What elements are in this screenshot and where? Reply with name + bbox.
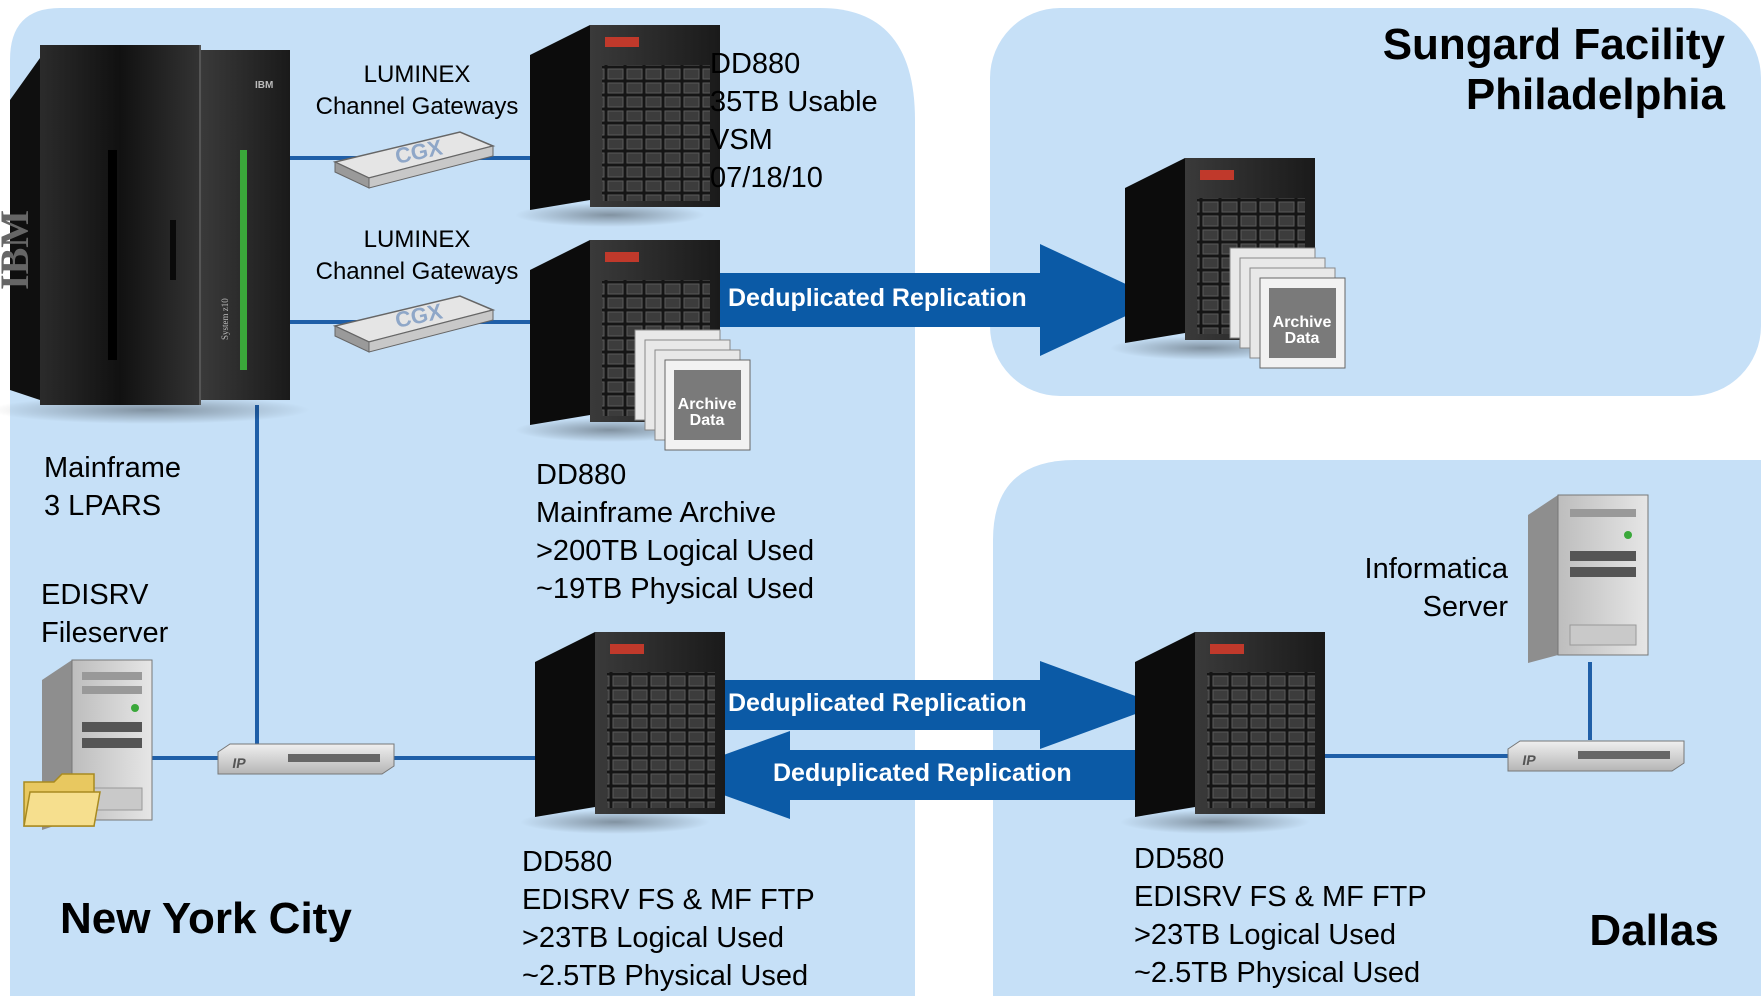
region-title-new-york: New York City (60, 894, 352, 943)
label-mainframe-line1: Mainframe (44, 452, 181, 484)
arrow-to-philadelphia-label: Deduplicated Replication (728, 284, 1027, 312)
ip-switch-nyc-icon: IP (217, 743, 395, 775)
label-mainframe-line2: 3 LPARS (44, 490, 162, 522)
label-gateway-top-line2: Channel Gateways (315, 93, 519, 120)
arrow-dallas-to-nyc (668, 731, 1136, 819)
ip-switch-dallas-label: IP (1521, 752, 1537, 768)
mainframe-model-mark: System z10 (220, 298, 230, 340)
label-edisrv: EDISRV Fileserver (41, 576, 168, 652)
label-dd880-archive: DD880 Mainframe Archive >200TB Logical U… (536, 456, 814, 608)
label-mainframe: Mainframe 3 LPARS (44, 449, 181, 525)
label-gateway-mid-line1: LUMINEX (363, 226, 471, 253)
label-dd880-vsm-line2: 35TB Usable (710, 86, 878, 118)
label-dd880-vsm-line4: 07/18/10 (710, 162, 823, 194)
label-dd880-archive-line2: Mainframe Archive (536, 497, 777, 529)
region-title-philadelphia-line1: Sungard Facility (1382, 20, 1725, 69)
label-dd880-archive-line3: >200TB Logical Used (536, 535, 815, 567)
dd580-nyc-icon (520, 632, 725, 834)
label-edisrv-line1: EDISRV (41, 579, 149, 611)
label-dd580-nyc: DD580 EDISRV FS & MF FTP >23TB Logical U… (522, 843, 815, 995)
dd880-vsm-icon (515, 25, 720, 227)
label-informatica: Informatica Server (1365, 550, 1508, 626)
label-gateway-mid: LUMINEX Channel Gateways (304, 224, 530, 288)
archive-data-philadelphia-icon: Archive Data (1229, 247, 1346, 369)
arrow-dallas-to-nyc-label: Deduplicated Replication (773, 759, 1072, 787)
arrow-to-philadelphia (685, 244, 1160, 356)
label-dd580-nyc-line4: ~2.5TB Physical Used (522, 960, 809, 992)
label-dd580-dallas: DD580 EDISRV FS & MF FTP >23TB Logical U… (1134, 840, 1427, 992)
archive-data-nyc-line1: Archive (678, 396, 737, 413)
label-gateway-top-line1: LUMINEX (363, 61, 471, 88)
dd580-dallas-icon (1120, 632, 1325, 834)
archive-data-nyc-line2: Data (690, 412, 725, 429)
arrow-nyc-to-dallas (690, 661, 1160, 749)
label-informatica-line2: Server (1422, 591, 1508, 623)
label-dd580-dallas-line2: EDISRV FS & MF FTP (1134, 881, 1427, 913)
label-dd580-dallas-line4: ~2.5TB Physical Used (1134, 957, 1421, 989)
label-dd580-dallas-line1: DD580 (1134, 843, 1225, 875)
archive-data-philadelphia-line2: Data (1285, 330, 1320, 347)
ip-switch-nyc-label: IP (231, 755, 247, 771)
archive-data-nyc-icon: Archive Data (634, 329, 751, 451)
gateway-device-top-icon: CGX (332, 131, 496, 189)
arrow-nyc-to-dallas-label: Deduplicated Replication (728, 689, 1027, 717)
label-dd880-archive-line1: DD880 (536, 459, 627, 491)
label-dd880-archive-line4: ~19TB Physical Used (536, 573, 815, 605)
label-dd880-vsm-line3: VSM (710, 124, 773, 156)
label-dd580-nyc-line3: >23TB Logical Used (522, 922, 784, 954)
mainframe-ibm-mark: IBM (0, 210, 37, 290)
folder-icon (23, 773, 101, 827)
label-dd580-nyc-line1: DD580 (522, 846, 613, 878)
gateway-device-mid-icon: CGX (332, 295, 496, 353)
region-title-dallas: Dallas (1589, 906, 1719, 955)
mainframe-ibm-badge: IBM (255, 80, 273, 91)
region-title-philadelphia-line2: Philadelphia (1465, 70, 1725, 119)
region-title-philadelphia: Sungard Facility Philadelphia (1383, 20, 1725, 120)
label-dd880-vsm-line1: DD880 (710, 48, 801, 80)
label-dd580-dallas-line3: >23TB Logical Used (1134, 919, 1396, 951)
ip-switch-dallas-icon: IP (1507, 740, 1685, 772)
label-dd880-vsm: DD880 35TB Usable VSM 07/18/10 (710, 45, 878, 197)
mainframe-icon: IBM IBM System z10 (0, 45, 310, 424)
informatica-server-icon (1528, 494, 1649, 663)
label-gateway-top: LUMINEX Channel Gateways (304, 59, 530, 123)
label-edisrv-line2: Fileserver (41, 617, 169, 649)
label-informatica-line1: Informatica (1364, 553, 1508, 585)
label-gateway-mid-line2: Channel Gateways (315, 258, 519, 285)
archive-data-philadelphia-line1: Archive (1273, 314, 1332, 331)
label-dd580-nyc-line2: EDISRV FS & MF FTP (522, 884, 815, 916)
